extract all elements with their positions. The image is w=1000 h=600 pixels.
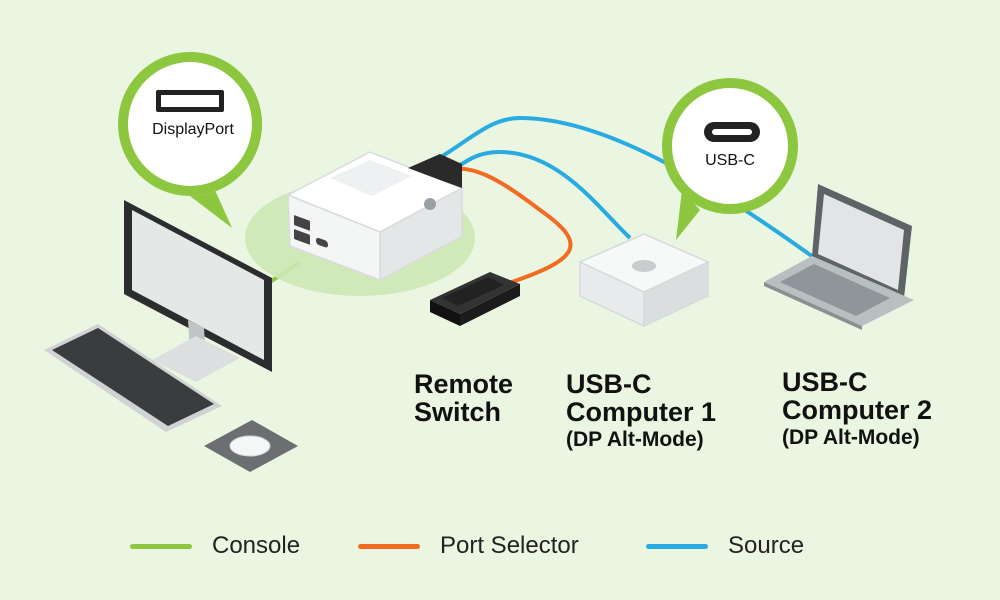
displayport-label: DisplayPort — [152, 121, 234, 138]
displayport-callout — [118, 52, 262, 228]
legend-console-swatch — [130, 543, 192, 549]
legend-console: Console — [130, 532, 300, 560]
legend-source: Source — [646, 532, 804, 560]
computer2-label: USB-C Computer 2 (DP Alt-Mode) — [782, 368, 932, 449]
keyboard-device — [44, 324, 222, 432]
remote-switch-line1: Remote — [414, 369, 514, 399]
remote-switch-label: Remote Switch — [414, 370, 513, 427]
computer2-line2: Computer 2 — [782, 395, 933, 426]
computer1-line1: USB-C — [566, 369, 652, 399]
legend-console-label: Console — [212, 532, 301, 559]
usbc-label: USB-C — [705, 152, 755, 169]
computer2-line1: USB-C — [782, 367, 868, 397]
legend-source-label: Source — [728, 532, 805, 559]
mouse-device — [204, 420, 298, 472]
legend-port-selector: Port Selector — [358, 532, 579, 560]
usbc-callout — [662, 78, 798, 240]
remote-switch-device — [430, 272, 520, 326]
computer2-note: (DP Alt-Mode) — [782, 425, 920, 449]
legend-port-selector-swatch — [358, 543, 420, 549]
computer1-device — [578, 233, 710, 328]
kvm-switch — [286, 151, 464, 282]
legend-port-selector-label: Port Selector — [440, 532, 579, 559]
computer1-label: USB-C Computer 1 (DP Alt-Mode) — [566, 370, 716, 451]
monitor-device — [124, 200, 272, 382]
legend-source-swatch — [646, 543, 708, 549]
source-cable-to-computer1 — [448, 149, 632, 240]
computer1-line2: Computer 1 — [566, 397, 717, 428]
laptop-device — [764, 184, 914, 330]
port-selector-cable — [439, 166, 573, 288]
computer1-note: (DP Alt-Mode) — [566, 427, 704, 451]
remote-switch-line2: Switch — [414, 397, 502, 428]
